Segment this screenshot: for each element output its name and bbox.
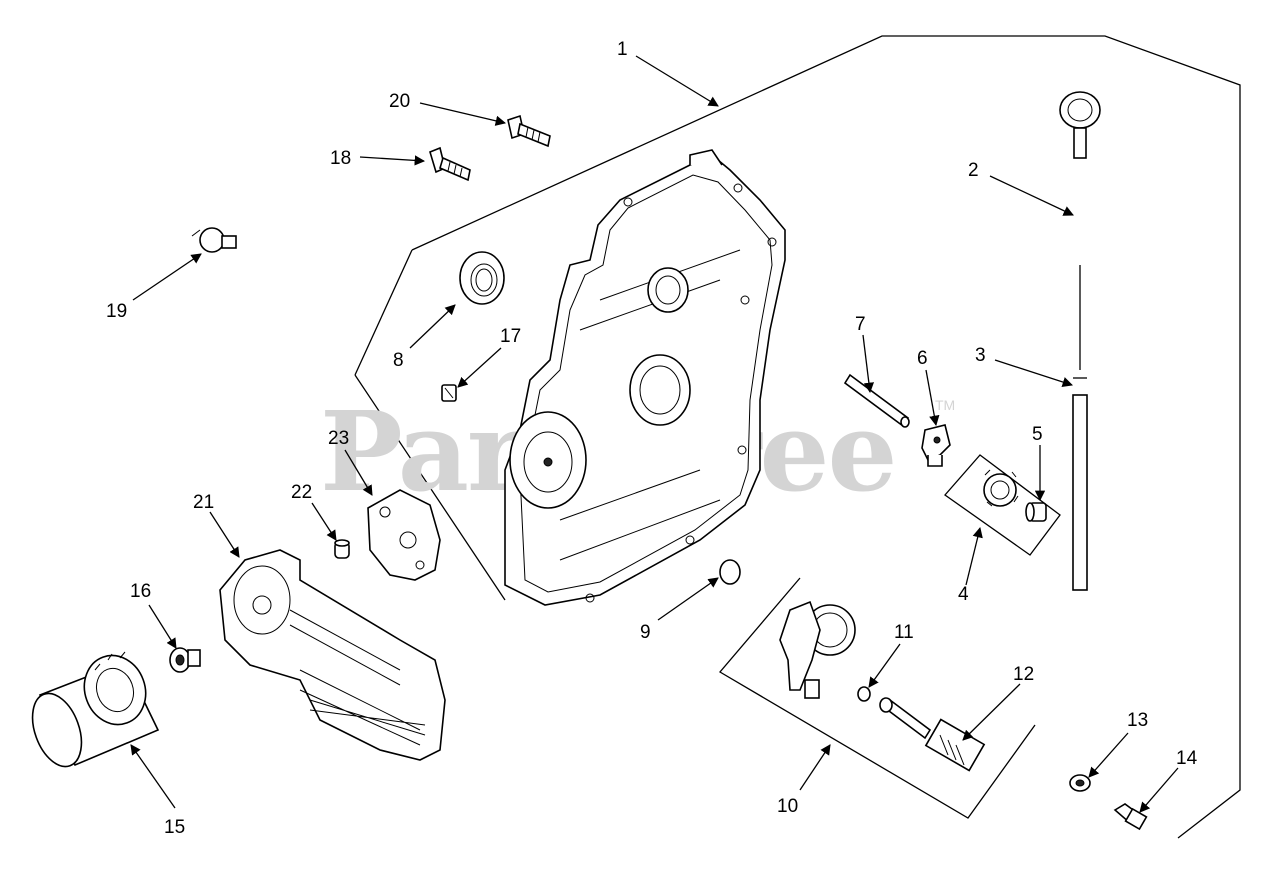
dipstick-part[interactable] — [1059, 91, 1101, 370]
assembly-boundary-diag — [354, 374, 506, 601]
callout-23: 23 — [328, 428, 349, 449]
callout-11: 11 — [894, 622, 914, 643]
oil-filter-part[interactable] — [23, 647, 160, 773]
callout-20: 20 — [389, 91, 410, 112]
callout-7: 7 — [855, 314, 866, 335]
watermark-trademark: TM — [935, 397, 955, 413]
bolt-18-part[interactable] — [429, 146, 471, 182]
dipstick-tube-part[interactable] — [1072, 377, 1088, 591]
callout-9: 9 — [640, 622, 651, 643]
callout-15: 15 — [164, 817, 185, 838]
gasket-part[interactable] — [367, 489, 441, 581]
governor-gear-group-part[interactable] — [944, 454, 1061, 556]
callout-1: 1 — [617, 39, 628, 60]
shaft-part[interactable] — [843, 373, 910, 428]
callout-10: 10 — [777, 796, 798, 817]
callout-8: 8 — [393, 350, 404, 371]
oil-seal-part[interactable] — [459, 251, 505, 305]
assembly-boundary-left — [354, 249, 413, 376]
bolt-20-part[interactable] — [507, 114, 551, 148]
oil-sensor-part[interactable] — [191, 227, 237, 253]
callout-19: 19 — [106, 301, 127, 322]
crankcase-cover-part[interactable] — [504, 149, 786, 606]
callout-labels: 1 2 3 4 5 6 7 8 9 10 11 12 13 14 15 16 1… — [106, 39, 1198, 838]
callout-4: 4 — [958, 584, 969, 605]
leader-lines — [130, 55, 1179, 813]
callout-17: 17 — [500, 326, 521, 347]
plug-part[interactable] — [441, 384, 457, 402]
assembly-boundary-outline — [411, 35, 1241, 839]
callout-13: 13 — [1127, 710, 1148, 731]
filter-adapter-part[interactable] — [219, 549, 446, 761]
drain-bolt-part[interactable] — [1113, 803, 1148, 831]
callout-2: 2 — [968, 160, 979, 181]
callout-3: 3 — [975, 345, 986, 366]
o-ring-part[interactable] — [719, 559, 741, 585]
callout-16: 16 — [130, 581, 151, 602]
dowel-pin-part[interactable] — [334, 539, 350, 559]
callout-22: 22 — [291, 482, 312, 503]
filter-fitting-part[interactable] — [169, 647, 201, 673]
callout-21: 21 — [193, 492, 214, 513]
small-o-ring-part[interactable] — [857, 686, 871, 702]
callout-14: 14 — [1176, 748, 1198, 769]
washer-part[interactable] — [1069, 774, 1091, 792]
callout-6: 6 — [917, 348, 928, 369]
governor-pin-part[interactable] — [1025, 502, 1047, 522]
bracket-part[interactable] — [921, 424, 951, 467]
callout-5: 5 — [1032, 424, 1043, 445]
callout-18: 18 — [330, 148, 351, 169]
callout-12: 12 — [1013, 664, 1034, 685]
oil-pump-assembly-part[interactable] — [719, 577, 1036, 819]
